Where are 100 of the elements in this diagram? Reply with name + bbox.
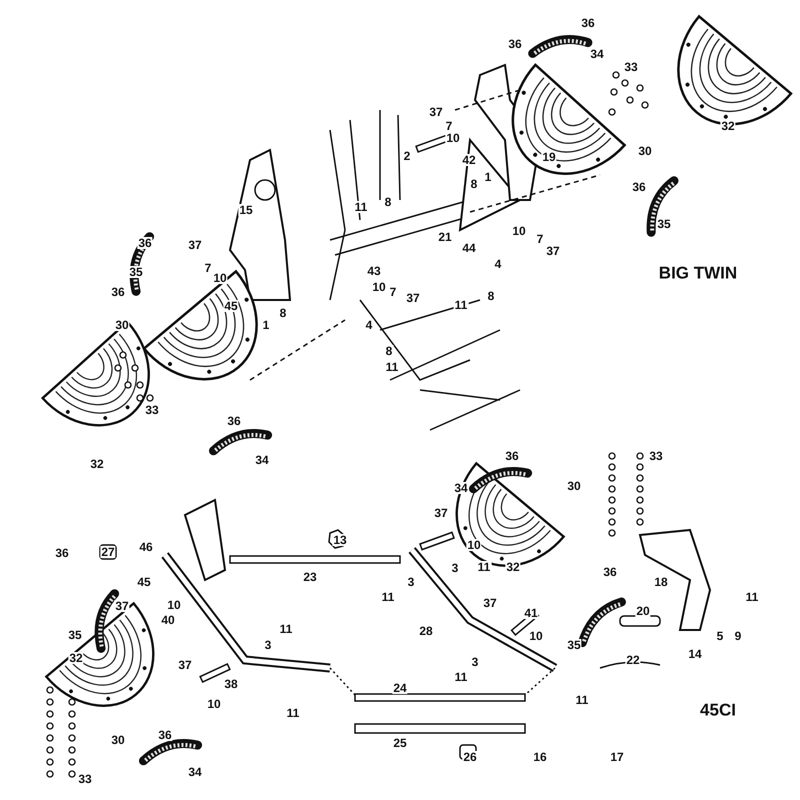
callout-number: 10 — [371, 281, 387, 293]
callout-number: 36 — [580, 17, 596, 29]
callout-number: 26 — [462, 751, 478, 763]
callout-number: 32 — [505, 561, 521, 573]
callout-number: 34 — [187, 766, 203, 778]
callout-number: 20 — [635, 605, 651, 617]
callout-number: 15 — [238, 204, 254, 216]
callout-number: 11 — [354, 201, 368, 213]
callout-number: 37 — [187, 239, 203, 251]
callout-number: 7 — [536, 233, 544, 245]
callout-number: 1 — [262, 319, 270, 331]
callout-number: 11 — [278, 623, 294, 635]
callout-number: 4 — [364, 319, 374, 331]
callout-number: 8 — [470, 178, 478, 190]
callout-number: 11 — [454, 671, 468, 683]
callout-number: 17 — [609, 751, 625, 763]
callout-number: 11 — [380, 591, 396, 603]
callout-number: 5 — [716, 630, 724, 642]
callout-number: 42 — [461, 154, 477, 166]
callout-number: 33 — [648, 450, 664, 462]
callout-number: 23 — [302, 571, 318, 583]
callout-number: 36 — [631, 181, 647, 193]
callout-number: 18 — [653, 576, 669, 588]
callout-number: 33 — [144, 404, 160, 416]
callout-number: 14 — [687, 648, 703, 660]
callout-number: 33 — [623, 61, 639, 73]
callout-number: 34 — [453, 482, 469, 494]
callout-number: 11 — [574, 694, 590, 706]
callout-number: 8 — [384, 345, 394, 357]
callout-number: 36 — [507, 38, 523, 50]
callout-number: 11 — [454, 299, 468, 311]
callout-number: 10 — [445, 132, 461, 144]
callout-number: 10 — [166, 599, 182, 611]
callout-number: 22 — [625, 654, 641, 666]
callout-number: 10 — [212, 272, 228, 284]
callout-number: 36 — [54, 547, 70, 559]
callout-number: 36 — [157, 729, 173, 741]
callout-number: 44 — [461, 242, 477, 254]
callout-number: 36 — [504, 450, 520, 462]
callout-number: 2 — [402, 150, 412, 162]
callout-number: 35 — [656, 218, 672, 230]
callout-number: 43 — [366, 265, 382, 277]
callout-number: 37 — [433, 507, 449, 519]
callout-number: 35 — [566, 639, 582, 651]
callout-number: 30 — [566, 480, 582, 492]
callout-number: 32 — [720, 120, 736, 132]
callout-number: 37 — [114, 600, 130, 612]
callout-number: 7 — [388, 286, 398, 298]
callout-number: 24 — [392, 682, 408, 694]
callout-number: 10 — [206, 698, 222, 710]
callout-number: 32 — [89, 458, 105, 470]
callout-number: 34 — [589, 48, 605, 60]
callout-number: 21 — [437, 231, 453, 243]
callout-number: 3 — [470, 656, 480, 668]
callout-number: 40 — [160, 614, 176, 626]
callout-number: 11 — [744, 591, 760, 603]
callout-number: 37 — [482, 597, 498, 609]
callout-number: 10 — [528, 630, 544, 642]
callout-number: 8 — [486, 290, 496, 302]
callout-number: 3 — [450, 562, 460, 574]
callout-number: 11 — [384, 361, 400, 373]
callout-number: 7 — [444, 120, 454, 132]
callout-number: 25 — [392, 737, 408, 749]
callout-number: 30 — [110, 734, 126, 746]
callout-number: 36 — [602, 566, 618, 578]
callout-number: 37 — [428, 106, 444, 118]
callout-number: 36 — [226, 415, 242, 427]
callout-number: 9 — [734, 630, 742, 642]
callout-number: 16 — [532, 751, 548, 763]
callout-number: 37 — [177, 659, 193, 671]
callout-number: 46 — [138, 541, 154, 553]
callout-number: 34 — [254, 454, 270, 466]
callout-number: 45 — [136, 576, 152, 588]
callout-number: 1 — [484, 171, 492, 183]
callout-number: 35 — [67, 629, 83, 641]
callout-number: 30 — [637, 145, 653, 157]
callout-number: 36 — [110, 286, 126, 298]
callout-number: 19 — [541, 151, 557, 163]
callout-number: 13 — [332, 534, 348, 546]
callout-number: 10 — [511, 225, 527, 237]
callout-number: 38 — [223, 678, 239, 690]
callout-number: 36 — [137, 237, 153, 249]
callout-number: 41 — [523, 607, 539, 619]
model-label: 45CI — [699, 702, 737, 718]
callout-number: 30 — [114, 319, 130, 331]
callout-number: 28 — [418, 625, 434, 637]
callout-number: 3 — [264, 639, 272, 651]
callout-number: 27 — [100, 546, 116, 558]
callout-number: 3 — [406, 576, 416, 588]
model-label: BIG TWIN — [658, 264, 738, 282]
callout-number: 7 — [204, 262, 212, 274]
callout-number: 8 — [278, 307, 288, 319]
callout-number: 37 — [405, 292, 421, 304]
callout-number: 33 — [77, 773, 93, 785]
callout-number: 32 — [68, 652, 84, 664]
callout-number: 11 — [286, 707, 300, 719]
callout-number: 11 — [476, 561, 492, 573]
callout-number: 10 — [466, 539, 482, 551]
callout-number: 45 — [223, 300, 239, 312]
callout-number: 8 — [384, 196, 392, 208]
